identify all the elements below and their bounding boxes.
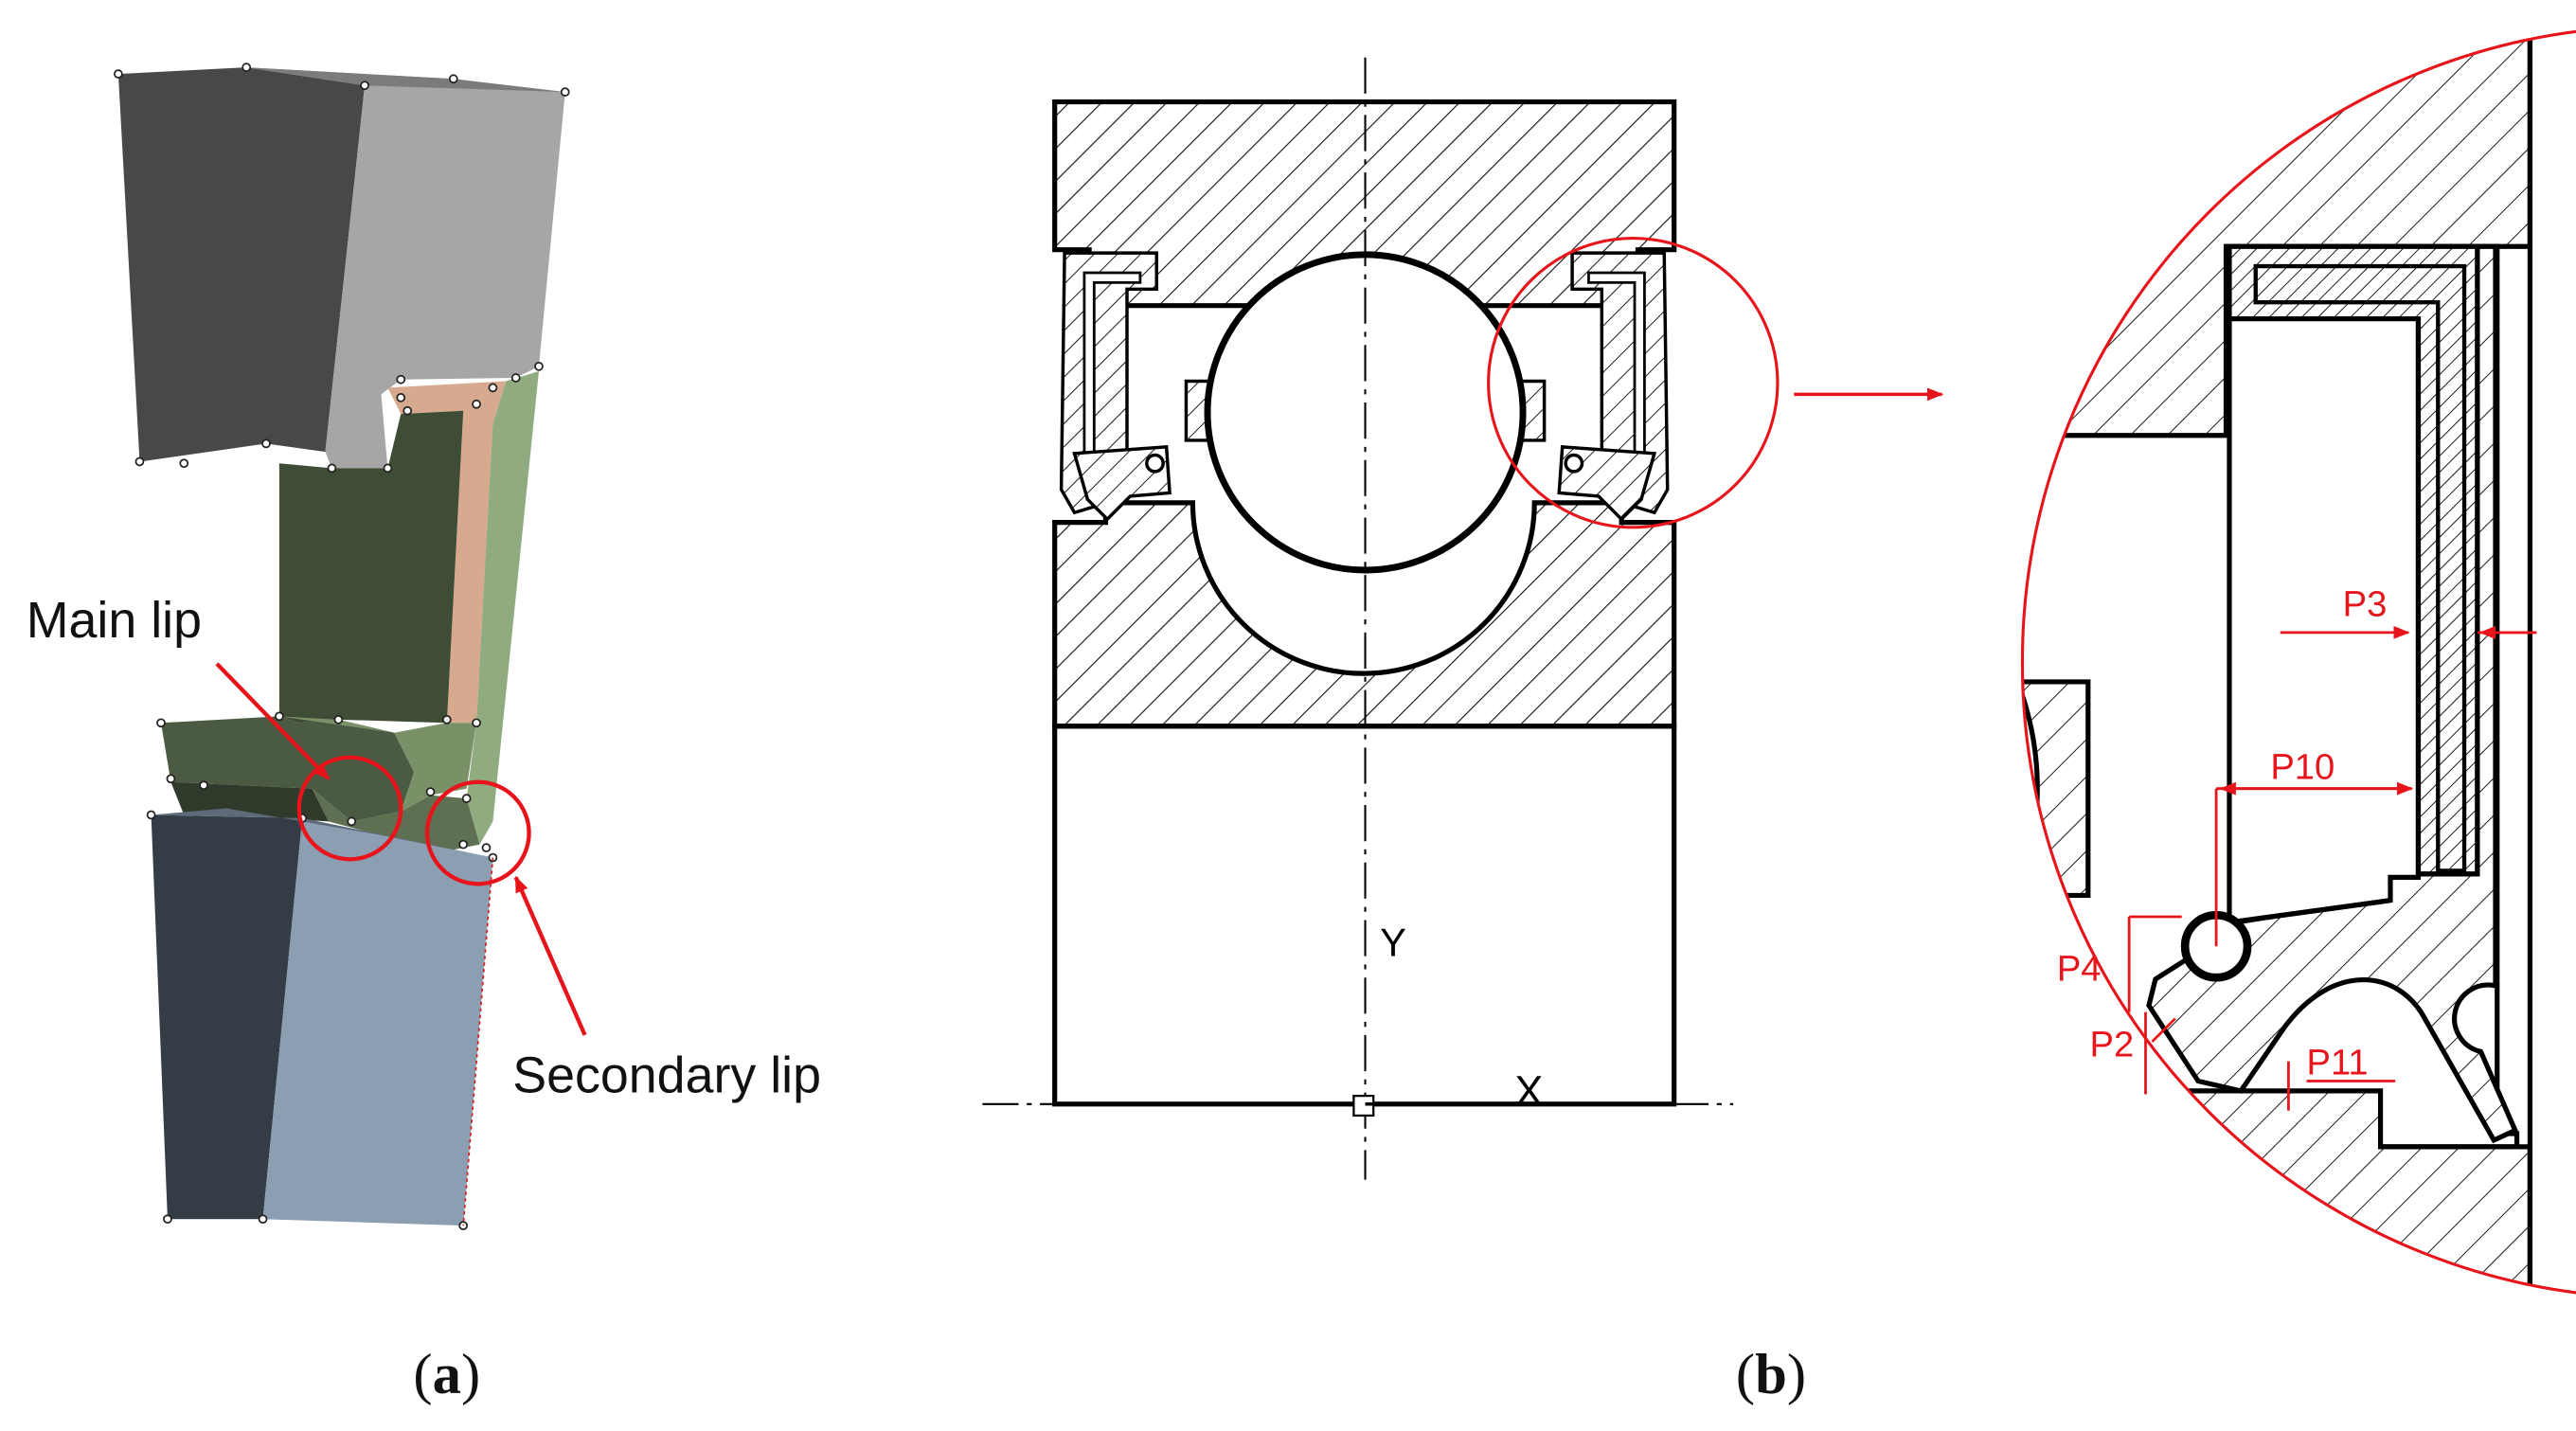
p10-label: P10 [2270,746,2334,787]
inner-ring-edge [462,857,494,1226]
left-seal [1059,251,1172,522]
main-lip-circle [296,755,403,862]
parameter-p3: P3 [2280,584,2537,639]
parameter-p4: P4 [2057,915,2182,1012]
detail-ball [2022,470,2030,1007]
right-seal [1557,251,1670,522]
outer-ring-section [117,67,565,469]
model-vertex-markers [114,63,570,1231]
detail-border-circle [2021,29,2576,1295]
p4-label: P4 [2057,949,2102,990]
y-axis-label: Y [1380,921,1406,965]
inner-ring-section [151,808,493,1226]
parameter-p10: P10 [2214,746,2414,947]
detail-cage [2022,679,2091,899]
detail-view: P3 P10 P4 P2 P11 [2021,26,2576,1298]
secondary-lip-arrow [513,875,587,1036]
caption-b: (b) [1736,1343,1806,1406]
panel-b-bearing-section: Y X [982,26,2576,1406]
main-lip-label: Main lip [27,592,202,649]
parameter-p2: P2 [2090,1011,2176,1095]
x-axis-label: X [1514,1067,1543,1116]
panel-a-3d-model: Main lip Secondary lip (a) [27,63,821,1406]
main-lip-arrow [215,662,331,780]
secondary-lip-label: Secondary lip [512,1047,821,1104]
p11-label: P11 [2307,1043,2369,1083]
secondary-lip-circle [424,779,531,886]
parameter-p11: P11 [2287,1043,2396,1111]
detail-callout-circle [1487,236,1780,529]
inner-ring [1052,500,1677,729]
p2-label: P2 [2090,1024,2135,1064]
detail-inner-ring [2022,1088,2533,1298]
caption-a: (a) [413,1343,480,1406]
p3-label: P3 [2343,584,2388,625]
